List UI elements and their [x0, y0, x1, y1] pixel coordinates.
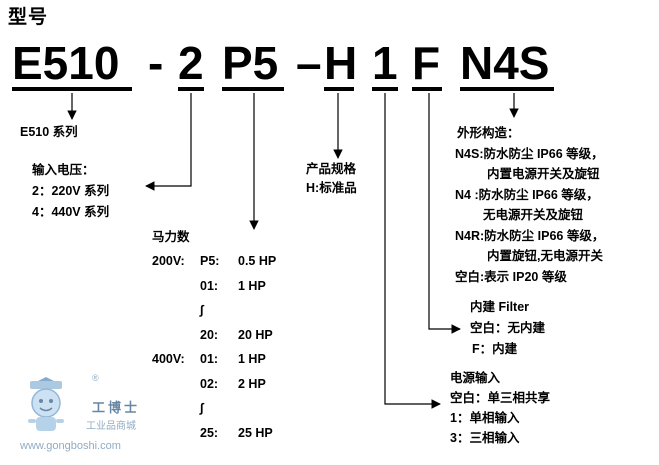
underline-voltage [178, 87, 204, 91]
hp-row-code: 25: [200, 425, 219, 440]
hp-row-volt: 400V: [152, 352, 185, 366]
model-code-spec: H [324, 37, 358, 89]
power-input-title: 电源输入 [450, 371, 501, 385]
power-input-block: 电源输入 空白：单三相共享 1：单相输入 3：三相输入 [450, 368, 550, 448]
hp-row-code: ∫ [200, 401, 204, 415]
logo-subtitle: 工业品商城 [86, 421, 136, 432]
logo-brand: 工博士 [92, 400, 141, 415]
underline-filter [412, 87, 442, 91]
horsepower-table: 200V: P5: 0.5 HP 01: 1 HP ∫ 20: 20 HP 40… [152, 249, 276, 445]
filter-item: F：内建 [472, 342, 518, 356]
input-voltage-title: 输入电压： [32, 163, 95, 177]
hp-row: 01: 1 HP [152, 274, 276, 299]
hp-row-code: 02: [200, 376, 219, 391]
power-input-item: 3：三相输入 [450, 431, 520, 445]
hp-row: 20: 20 HP [152, 323, 276, 348]
model-code-e510: E510 [12, 37, 120, 89]
underline-e510 [12, 87, 132, 91]
filter-block: 内建 Filter 空白：无内建 F：内建 [470, 297, 545, 360]
structure-line: N4S:防水防尘 IP66 等级， [455, 146, 604, 161]
hp-row-value: 2 HP [238, 376, 266, 391]
underline-input [372, 87, 398, 91]
power-input-item: 1：单相输入 [450, 411, 520, 425]
hp-row: ∫ [152, 298, 276, 323]
product-spec-item: H:标准品 [306, 181, 357, 195]
hp-row-value: 25 HP [238, 425, 273, 440]
model-code-filter: F [412, 37, 441, 89]
product-spec-block: 产品规格 H:标准品 [306, 160, 357, 198]
hp-row-volt [152, 396, 200, 421]
input-voltage-block: 输入电压： 2：220V 系列 4：440V 系列 [32, 160, 109, 223]
arrow-filter [428, 93, 461, 334]
hp-row-code: 20: [200, 327, 219, 342]
underline-hp [222, 87, 284, 91]
input-voltage-item: 2：220V 系列 [32, 184, 110, 198]
logo-url: www.gongboshi.com [20, 440, 121, 452]
hp-row-value: 1 HP [238, 278, 266, 293]
mascot-icon [28, 377, 64, 431]
structure-line: 内置电源开关及旋钮 [487, 167, 600, 181]
hp-row: 25: 25 HP [152, 421, 276, 446]
structure-title: 外形构造： [457, 126, 520, 140]
hp-row: 400V: 01: 1 HP [152, 347, 276, 372]
hp-row-code: 01: [200, 352, 219, 366]
filter-item: 空白：无内建 [470, 321, 546, 335]
hp-row-code: P5: [200, 254, 220, 268]
hp-row-volt: 200V: [152, 254, 185, 268]
model-code-voltage: 2 [178, 37, 204, 89]
series-label: E510 系列 [20, 125, 78, 139]
power-input-item: 空白：单三相共享 [450, 391, 551, 405]
arrow-input [384, 93, 441, 409]
hp-row-volt [152, 298, 200, 323]
model-dash-1: - [148, 37, 164, 89]
structure-line: N4R:防水防尘 IP66 等级， [455, 228, 605, 243]
hp-row-value: 20 HP [238, 327, 273, 342]
model-code-input: 1 [372, 37, 398, 89]
input-voltage-item: 4：440V 系列 [32, 205, 110, 219]
hp-row: 02: 2 HP [152, 372, 276, 397]
horsepower-title: 马力数 [152, 230, 190, 244]
product-spec-title: 产品规格 [306, 162, 357, 176]
filter-title: 内建 Filter [470, 300, 530, 314]
hp-row-value: 0.5 HP [238, 254, 277, 268]
hp-row-code: 01: [200, 278, 219, 293]
watermark-logo: ® 工博士 工业品商城 www.gongboshi.com [16, 373, 156, 457]
underline-structure [460, 87, 554, 91]
hp-row-volt [152, 274, 200, 299]
hp-row-volt [152, 323, 200, 348]
underline-spec [324, 87, 354, 91]
hp-row-value: 1 HP [238, 352, 266, 366]
hp-row: ∫ [152, 396, 276, 421]
registered-mark: ® [92, 373, 99, 383]
hp-row: 200V: P5: 0.5 HP [152, 249, 276, 274]
hp-row-code: ∫ [200, 303, 204, 317]
model-dash-2: – [296, 37, 322, 89]
structure-line: 无电源开关及旋钮 [483, 208, 584, 222]
model-code-hp: P5 [222, 37, 279, 89]
model-code-structure: N4S [460, 37, 550, 89]
structure-block: 外形构造： N4S:防水防尘 IP66 等级， 内置电源开关及旋钮 N4 :防水… [455, 123, 604, 287]
structure-line: 空白:表示 IP20 等级 [455, 269, 567, 284]
structure-line: 内置旋钮,无电源开关 [487, 249, 603, 263]
page-title: 型号 [8, 7, 49, 28]
structure-line: N4 :防水防尘 IP66 等级， [455, 187, 599, 202]
hp-row-volt [152, 372, 200, 397]
arrow-voltage [145, 93, 192, 191]
hp-row-volt [152, 421, 200, 446]
